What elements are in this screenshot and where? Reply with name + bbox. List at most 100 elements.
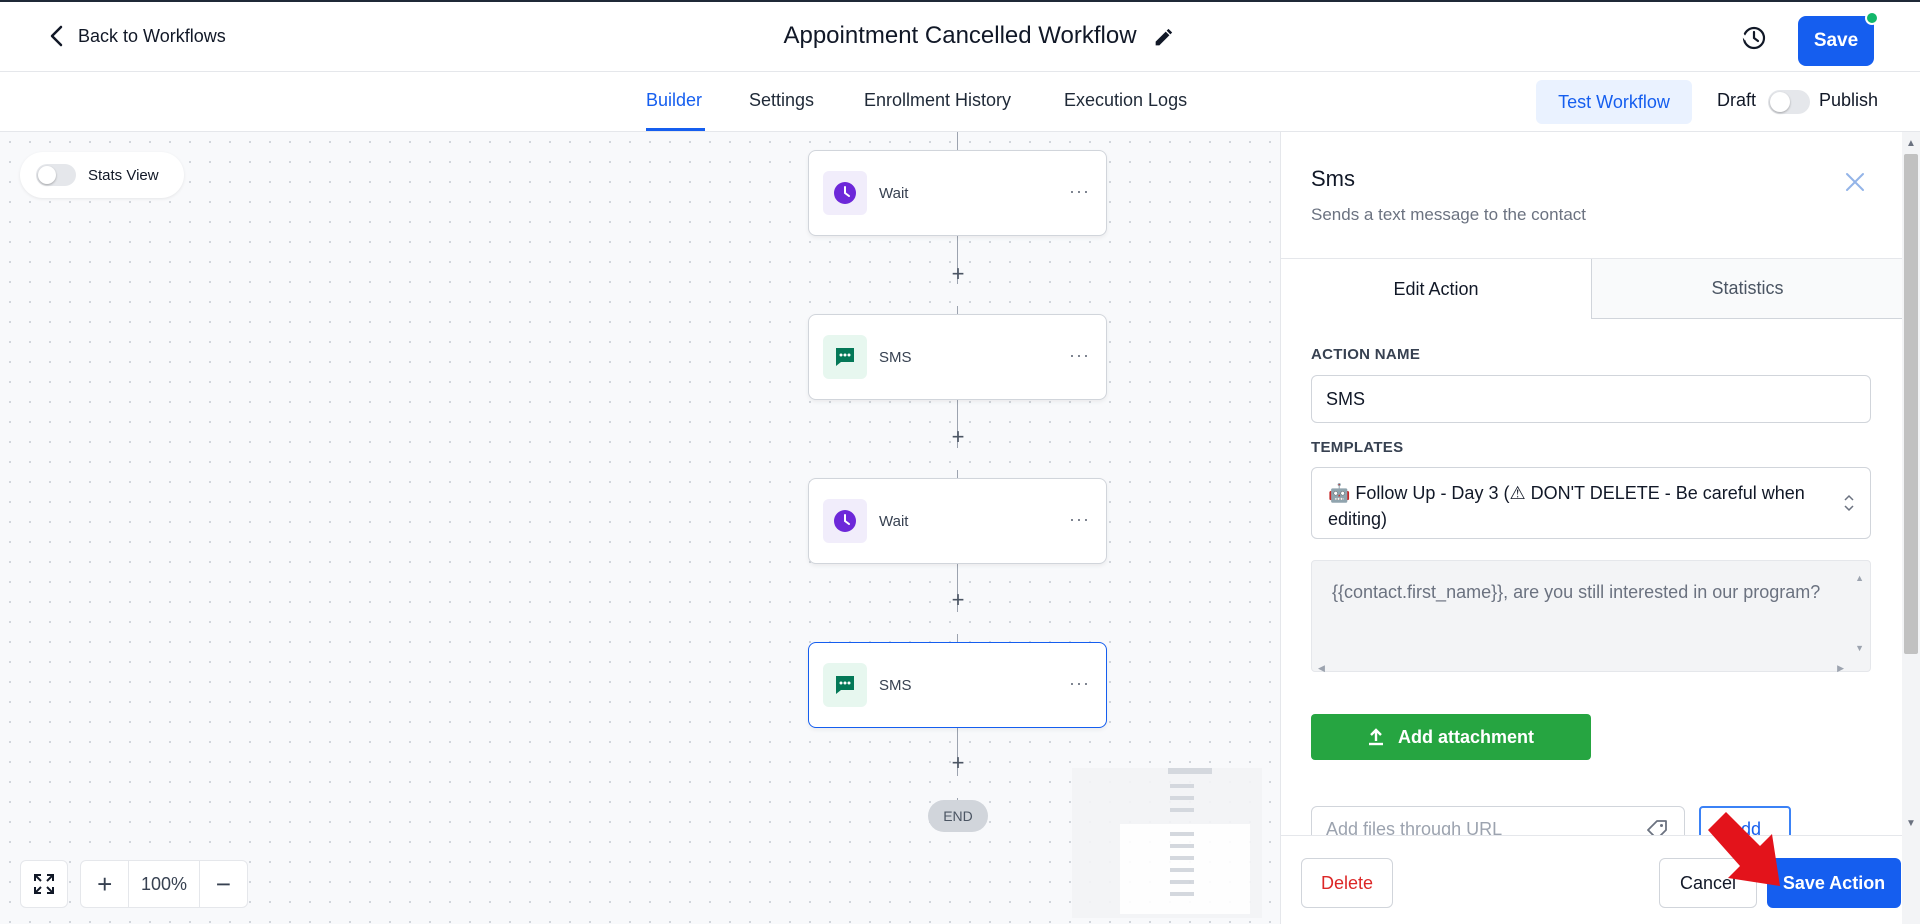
node-menu-icon[interactable]: ···	[1069, 345, 1090, 365]
scroll-down-icon[interactable]: ▼	[1906, 818, 1916, 829]
message-icon	[836, 676, 854, 694]
add-step-plus-button[interactable]: +	[951, 424, 965, 449]
tab-settings[interactable]: Settings	[749, 90, 815, 110]
minimap-bar	[1170, 796, 1194, 800]
tab-enrollment-history[interactable]: Enrollment History	[864, 90, 1012, 110]
node-label: Wait	[879, 184, 909, 202]
workflow-nav: Builder Settings Enrollment History Exec…	[0, 72, 1920, 132]
back-label: Back to Workflows	[78, 25, 226, 46]
zoom-out-button[interactable]: −	[215, 868, 231, 899]
add-step-plus-button[interactable]: +	[951, 261, 965, 286]
panel-scrollbar-thumb[interactable]	[1904, 154, 1918, 654]
chevron-left-icon	[50, 25, 63, 47]
scroll-right-icon[interactable]: ▶	[1837, 663, 1844, 673]
action-panel: Sms Sends a text message to the contact …	[1280, 132, 1903, 924]
panel-subtitle: Sends a text message to the contact	[1311, 205, 1586, 224]
save-action-button[interactable]: Save Action	[1767, 858, 1901, 908]
tab-execution-logs[interactable]: Execution Logs	[1064, 90, 1188, 110]
connector-line	[957, 132, 958, 150]
close-icon[interactable]	[1841, 168, 1869, 196]
action-name-input[interactable]: SMS	[1311, 375, 1871, 423]
active-tab-indicator	[646, 128, 705, 131]
toggle-knob	[1770, 92, 1790, 112]
template-value: 🤖 Follow Up - Day 3 (⚠ DON'T DELETE - Be…	[1328, 483, 1805, 529]
connector-line	[957, 564, 958, 612]
scroll-left-icon[interactable]: ◀	[1318, 663, 1325, 673]
workflow-title-wrap: Appointment Cancelled Workflow	[0, 22, 1920, 50]
node-menu-icon[interactable]: ···	[1069, 673, 1090, 693]
node-label: Wait	[879, 512, 909, 530]
workflow-node-wait[interactable]: Wait ···	[808, 150, 1107, 236]
scroll-down-icon[interactable]: ▼	[1855, 643, 1864, 653]
node-menu-icon[interactable]: ···	[1069, 509, 1090, 529]
upload-icon	[1368, 728, 1383, 746]
publish-toggle[interactable]	[1768, 90, 1810, 114]
connector-line	[957, 400, 958, 448]
fit-view-button[interactable]	[20, 860, 68, 908]
add-step-plus-button[interactable]: +	[951, 750, 965, 775]
add-attachment-button[interactable]: Add attachment	[1311, 714, 1591, 760]
select-chevron-icon	[1844, 494, 1854, 512]
sms-icon-box	[823, 335, 867, 379]
minimap-bar	[1170, 808, 1194, 812]
panel-footer: Delete Cancel Save Action	[1281, 835, 1903, 924]
stats-view-label: Stats View	[88, 166, 159, 184]
minimap-bar	[1170, 868, 1194, 872]
delete-button[interactable]: Delete	[1301, 858, 1393, 908]
add-attachment-label: Add attachment	[1397, 726, 1534, 747]
pencil-icon[interactable]	[1152, 27, 1174, 49]
templates-label: TEMPLATES	[1311, 439, 1404, 456]
templates-select[interactable]: 🤖 Follow Up - Day 3 (⚠ DON'T DELETE - Be…	[1311, 467, 1871, 539]
minimap-bar	[1170, 784, 1194, 788]
expand-icon	[34, 874, 54, 894]
message-textarea[interactable]: {{contact.first_name}}, are you still in…	[1311, 560, 1871, 673]
zoom-level: 100%	[128, 861, 200, 907]
connector-line	[957, 728, 958, 776]
end-marker: END	[928, 800, 988, 832]
workflow-node-wait[interactable]: Wait ···	[808, 478, 1107, 564]
publish-label: Publish	[1819, 90, 1879, 110]
node-label: SMS	[879, 348, 912, 366]
message-text: {{contact.first_name}}, are you still in…	[1332, 582, 1821, 602]
connector-line	[957, 236, 958, 284]
workflow-node-sms-selected[interactable]: SMS ···	[808, 642, 1107, 728]
workflow-title[interactable]: Appointment Cancelled Workflow	[783, 22, 1137, 49]
test-workflow-button[interactable]: Test Workflow	[1536, 80, 1692, 124]
scroll-up-icon[interactable]: ▲	[1906, 138, 1916, 149]
history-icon[interactable]	[1740, 24, 1768, 52]
workflow-canvas[interactable]: Stats View + + + + Wait ··· SMS ··· Wait…	[0, 132, 1280, 924]
zoom-in-button[interactable]: +	[97, 868, 113, 899]
tab-builder[interactable]: Builder	[646, 90, 703, 110]
save-button[interactable]: Save	[1798, 16, 1874, 66]
tab-edit-action[interactable]: Edit Action	[1281, 259, 1591, 319]
minimap-bar	[1170, 880, 1194, 884]
canvas-minimap[interactable]	[1072, 768, 1262, 918]
scroll-up-icon[interactable]: ▲	[1855, 573, 1864, 583]
unsaved-status-dot	[1865, 11, 1879, 25]
zoom-controls: + 100% −	[80, 860, 248, 908]
stats-toggle-switch[interactable]	[36, 164, 76, 186]
add-step-plus-button[interactable]: +	[951, 587, 965, 612]
toggle-knob	[38, 166, 56, 184]
panel-title: Sms	[1311, 166, 1355, 191]
stats-view-toggle[interactable]: Stats View	[20, 152, 184, 198]
wait-icon-box	[823, 171, 867, 215]
minimap-bar	[1170, 856, 1194, 860]
back-to-workflows-link[interactable]: Back to Workflows	[48, 24, 226, 48]
minimap-bar	[1170, 832, 1194, 836]
clock-icon	[834, 182, 856, 204]
node-label: SMS	[879, 676, 912, 694]
workflow-node-sms[interactable]: SMS ···	[808, 314, 1107, 400]
sms-icon-box	[823, 663, 867, 707]
wait-icon-box	[823, 499, 867, 543]
panel-tabs: Edit Action Statistics	[1281, 258, 1903, 319]
top-header: Back to Workflows Appointment Cancelled …	[0, 0, 1920, 72]
draft-label: Draft	[1717, 90, 1757, 110]
annotation-arrow-icon	[1708, 812, 1780, 886]
node-menu-icon[interactable]: ···	[1069, 181, 1090, 201]
tab-statistics[interactable]: Statistics	[1591, 259, 1903, 319]
message-icon	[836, 348, 854, 366]
minimap-bar	[1168, 768, 1212, 774]
clock-icon	[834, 510, 856, 532]
minimap-bar	[1170, 844, 1194, 848]
